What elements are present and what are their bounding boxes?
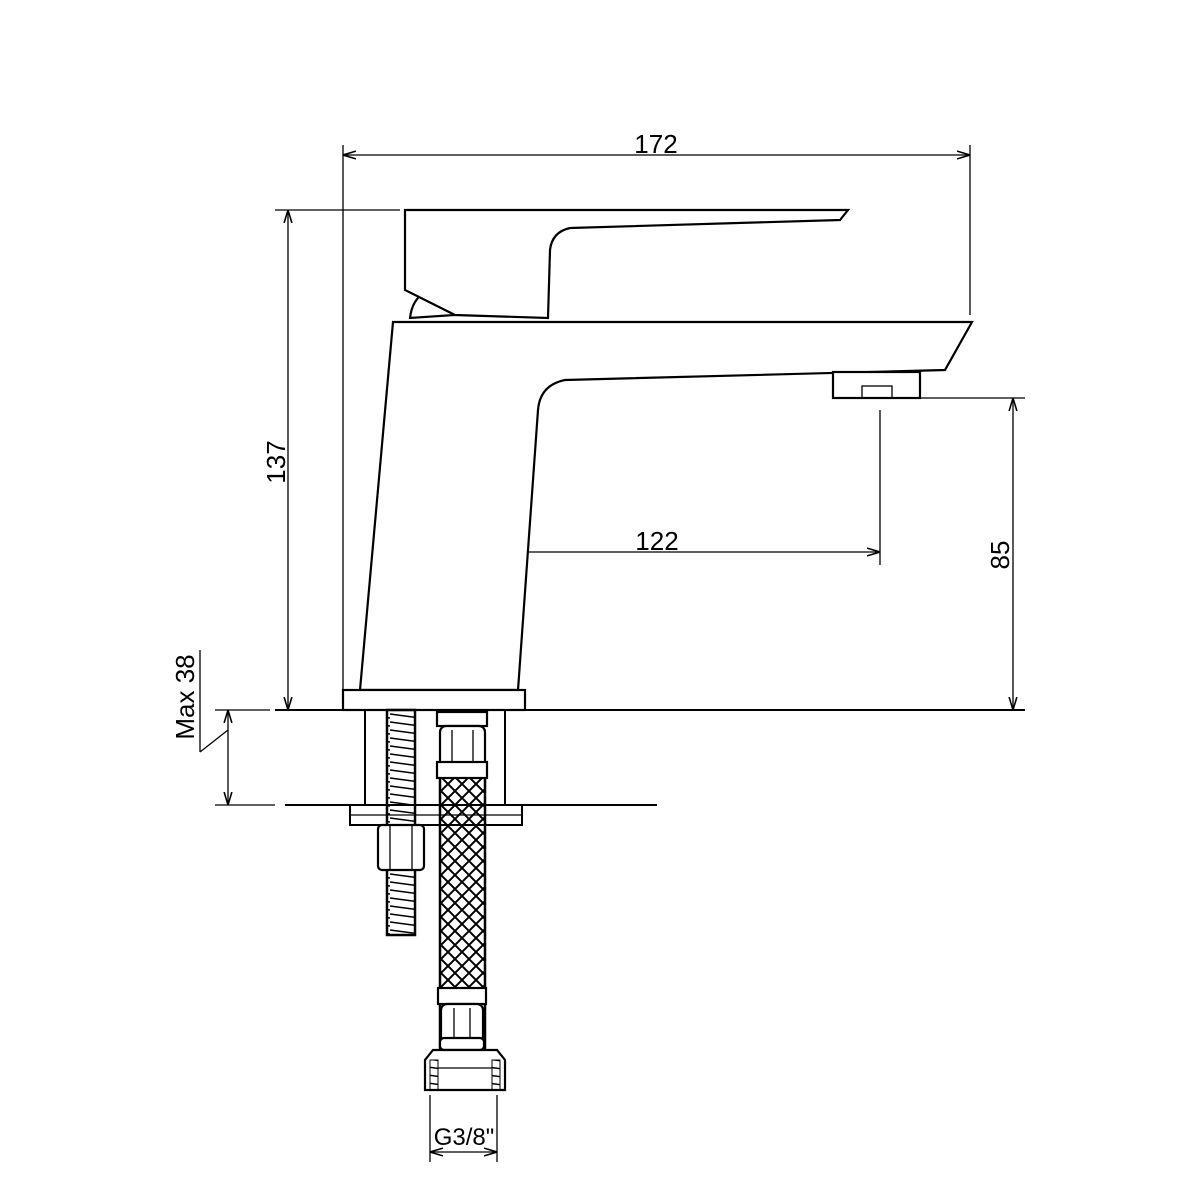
threaded-rod bbox=[385, 708, 417, 937]
dim-max38-label: Max 38 bbox=[170, 654, 200, 739]
dim-g38-label: G3/8" bbox=[434, 1124, 495, 1151]
dim-122-label: 122 bbox=[635, 526, 678, 556]
dim-85-label: 85 bbox=[985, 541, 1015, 570]
dimension-overall-length: 172 bbox=[342, 129, 971, 690]
dimension-connection-thread: G3/8" bbox=[429, 1095, 498, 1162]
connection-nut bbox=[423, 1048, 507, 1092]
dimension-spout-height: 85 bbox=[920, 397, 1025, 710]
dimension-overall-height: 137 bbox=[261, 209, 400, 710]
lever-handle bbox=[403, 208, 851, 320]
hose-bottom-fitting bbox=[436, 986, 488, 1052]
washer bbox=[349, 804, 523, 826]
dim-172-label: 172 bbox=[634, 129, 677, 159]
base-plate bbox=[341, 688, 527, 712]
hose-top-fitting bbox=[435, 710, 489, 780]
aerator bbox=[831, 370, 922, 400]
faucet-body bbox=[358, 320, 974, 692]
mounting-nut bbox=[376, 823, 426, 872]
dimension-max-counter-thickness: Max 38 bbox=[170, 650, 275, 806]
dim-137-label: 137 bbox=[261, 440, 291, 483]
